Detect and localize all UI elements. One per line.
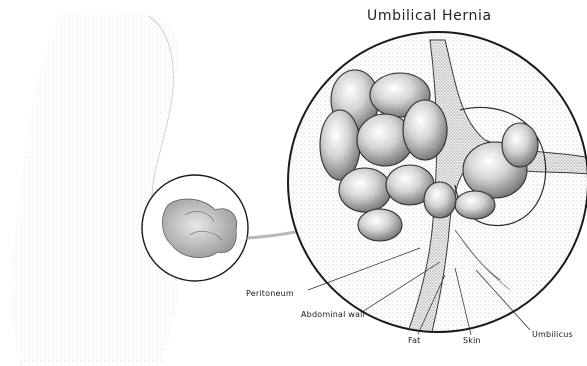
magnified-view-circle	[288, 32, 587, 340]
abdomen-callout-circle	[142, 175, 248, 281]
label-fat: Fat	[408, 336, 421, 345]
label-peritoneum: Peritoneum	[246, 289, 294, 298]
body-silhouette	[11, 10, 179, 366]
label-umbilicus: Umbilicus	[532, 330, 573, 339]
label-abdominal-wall: Abdominal wall	[301, 310, 365, 319]
label-skin: Skin	[463, 336, 481, 345]
